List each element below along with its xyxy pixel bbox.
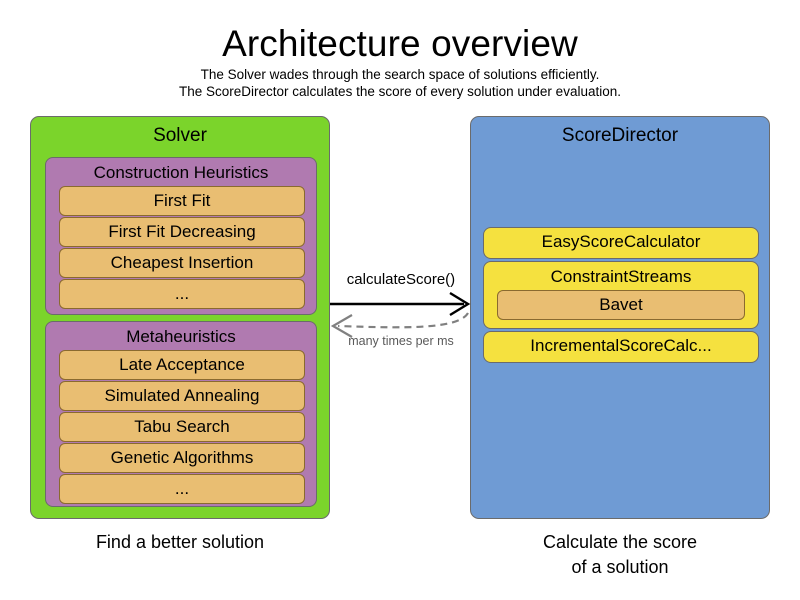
constraint-streams-title: ConstraintStreams: [550, 267, 692, 286]
algorithm-item-genetic-algorithms[interactable]: Genetic Algorithms: [59, 443, 305, 473]
connector-arrows: calculateScore() many times per ms: [330, 260, 472, 360]
page-header: Architecture overview The Solver wades t…: [0, 22, 800, 100]
metaheuristics-group: Metaheuristics Late Acceptance Simulated…: [45, 321, 317, 507]
scoredirector-panel-title: ScoreDirector: [561, 125, 679, 146]
calculate-score-arrow-icon: [330, 291, 471, 317]
constraint-streams-item-bavet[interactable]: Bavet: [497, 290, 745, 320]
scoredirector-caption-line-1: Calculate the score: [542, 532, 698, 552]
construction-heuristics-group: Construction Heuristics First Fit First …: [45, 157, 317, 315]
easy-score-calculator-title: EasyScoreCalculator: [541, 232, 701, 251]
return-dashed-arrow-icon: [330, 312, 469, 338]
easy-score-calculator-group[interactable]: EasyScoreCalculator: [483, 227, 759, 259]
metaheuristics-title: Metaheuristics: [126, 327, 236, 346]
algorithm-item-first-fit-decreasing[interactable]: First Fit Decreasing: [59, 217, 305, 247]
algorithm-item-more-ch[interactable]: ...: [59, 279, 305, 309]
scoredirector-panel: ScoreDirector EasyScoreCalculator Constr…: [470, 116, 770, 519]
algorithm-item-cheapest-insertion[interactable]: Cheapest Insertion: [59, 248, 305, 278]
algorithm-item-late-acceptance[interactable]: Late Acceptance: [59, 350, 305, 380]
algorithm-item-more-mh[interactable]: ...: [59, 474, 305, 504]
algorithm-item-simulated-annealing[interactable]: Simulated Annealing: [59, 381, 305, 411]
algorithm-item-tabu-search[interactable]: Tabu Search: [59, 412, 305, 442]
many-times-per-ms-label: many times per ms: [348, 334, 454, 348]
page-title: Architecture overview: [222, 23, 578, 64]
algorithm-item-first-fit[interactable]: First Fit: [59, 186, 305, 216]
subtitle-line-1: The Solver wades through the search spac…: [200, 67, 600, 82]
construction-heuristics-title: Construction Heuristics: [93, 163, 269, 182]
subtitle-line-2: The ScoreDirector calculates the score o…: [179, 84, 621, 99]
solver-panel: Solver Construction Heuristics First Fit…: [30, 116, 330, 519]
solver-panel-title: Solver: [153, 125, 207, 146]
solver-caption: Find a better solution: [95, 532, 265, 552]
constraint-streams-group: ConstraintStreams Bavet: [483, 261, 759, 329]
scoredirector-caption-line-2: of a solution: [571, 557, 669, 577]
scoredirector-caption: Calculate the score of a solution: [470, 530, 770, 580]
incremental-score-calculator-title: IncrementalScoreCalc...: [530, 336, 712, 355]
calculate-score-call-label: calculateScore(): [346, 271, 456, 288]
incremental-score-calculator-group[interactable]: IncrementalScoreCalc...: [483, 331, 759, 363]
arrow-group-icon: [330, 291, 471, 338]
